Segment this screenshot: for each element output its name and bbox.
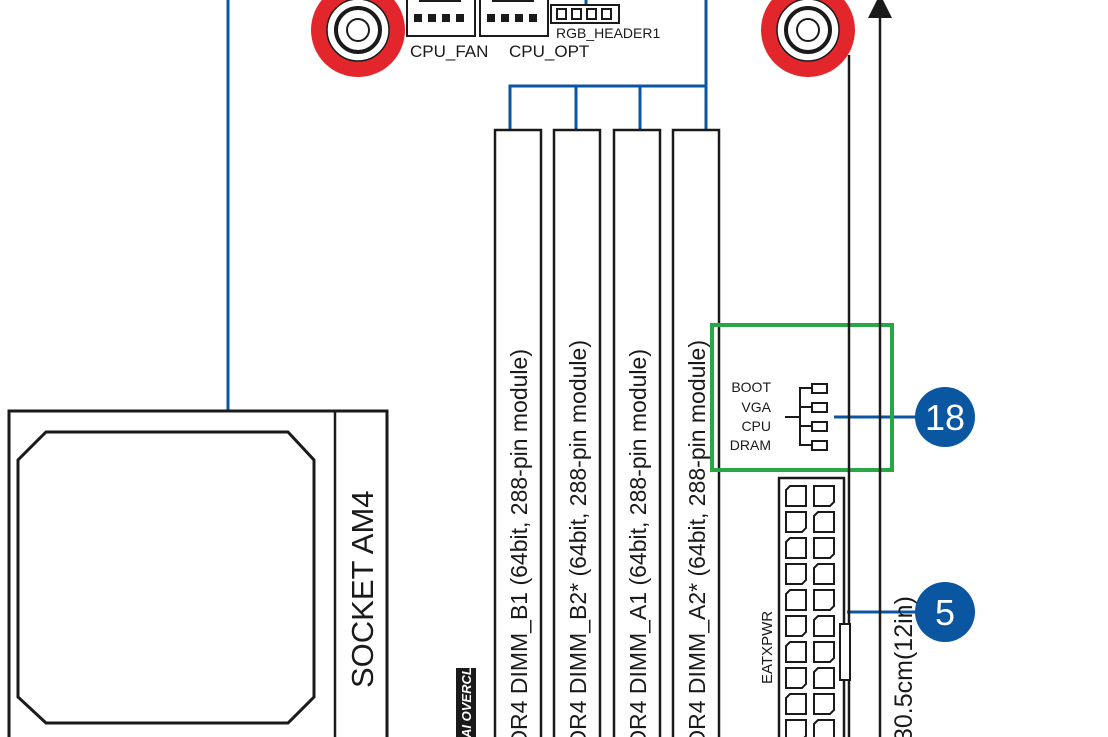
eatx-pin [785, 589, 807, 611]
q-led-vga-label: VGA [741, 399, 771, 415]
eatx-power-connector [777, 476, 851, 737]
cpu-fan-label: CPU_FAN [410, 42, 488, 61]
eatx-pin [785, 563, 807, 585]
dimm-slot-b2 [552, 128, 602, 737]
dimm-label-b1: DDR4 DIMM_B1 (64bit, 288-pin module) [506, 349, 532, 737]
eatx-pin [785, 693, 807, 715]
callout-badge-5: 5 [915, 582, 975, 642]
board-dimension-label: 30.5cm(12in) [890, 596, 918, 737]
eatx-pin [785, 667, 807, 689]
rgb-header [550, 4, 620, 24]
dimm-label-b2: DDR4 DIMM_B2* (64bit, 288-pin module) [565, 340, 591, 737]
eatx-pin [785, 511, 807, 533]
eatx-pin [813, 641, 835, 663]
arrow-up-icon [868, 0, 892, 737]
cpu-opt-header [479, 0, 549, 37]
callout-number-18: 18 [925, 397, 965, 438]
dimm-slot-a1 [612, 128, 662, 737]
eatx-pin [785, 641, 807, 663]
cpu-fan-header [406, 0, 476, 37]
eatx-pin [813, 563, 835, 585]
eatx-pin [785, 537, 807, 559]
screw-hole-icon [761, 0, 855, 77]
mem-logo-text: AI OVERCLOCK MEM II [459, 593, 474, 737]
callout-number-5: 5 [935, 592, 955, 633]
dimm-label-a1: DDR4 DIMM_A1 (64bit, 288-pin module) [625, 349, 651, 737]
rgb-header-label: RGB_HEADER1 [556, 25, 660, 41]
eatx-pin [813, 537, 835, 559]
eatx-power-label: EATXPWR [759, 611, 776, 684]
q-led-cpu-label: CPU [741, 418, 771, 434]
eatx-pin [813, 485, 835, 507]
socket-label: SOCKET AM4 [345, 490, 380, 688]
eatx-pin [785, 485, 807, 507]
q-led-boot-label: BOOT [731, 379, 771, 395]
callout-badge-18: 18 [915, 387, 975, 447]
q-led-connector [785, 383, 828, 451]
eatx-pin [813, 511, 835, 533]
screw-hole-icon [311, 0, 405, 77]
eatx-pin [813, 667, 835, 689]
leader-dimm-bus [508, 84, 708, 130]
q-led-dram-label: DRAM [730, 437, 771, 453]
cpu-opt-label: CPU_OPT [509, 42, 589, 61]
eatx-pin [813, 693, 835, 715]
eatx-pin [785, 719, 807, 737]
eatx-pin [785, 615, 807, 637]
dimm-slot-b1 [493, 128, 543, 737]
cpu-socket [7, 409, 389, 737]
q-led-highlight-box [710, 323, 894, 472]
dimm-label-a2: DDR4 DIMM_A2* (64bit, 288-pin module) [684, 340, 710, 737]
mem-logo: AI OVERCLOCK MEM II [456, 593, 476, 737]
eatx-pin [813, 589, 835, 611]
eatx-pin [813, 719, 835, 737]
eatx-pin [813, 615, 835, 637]
